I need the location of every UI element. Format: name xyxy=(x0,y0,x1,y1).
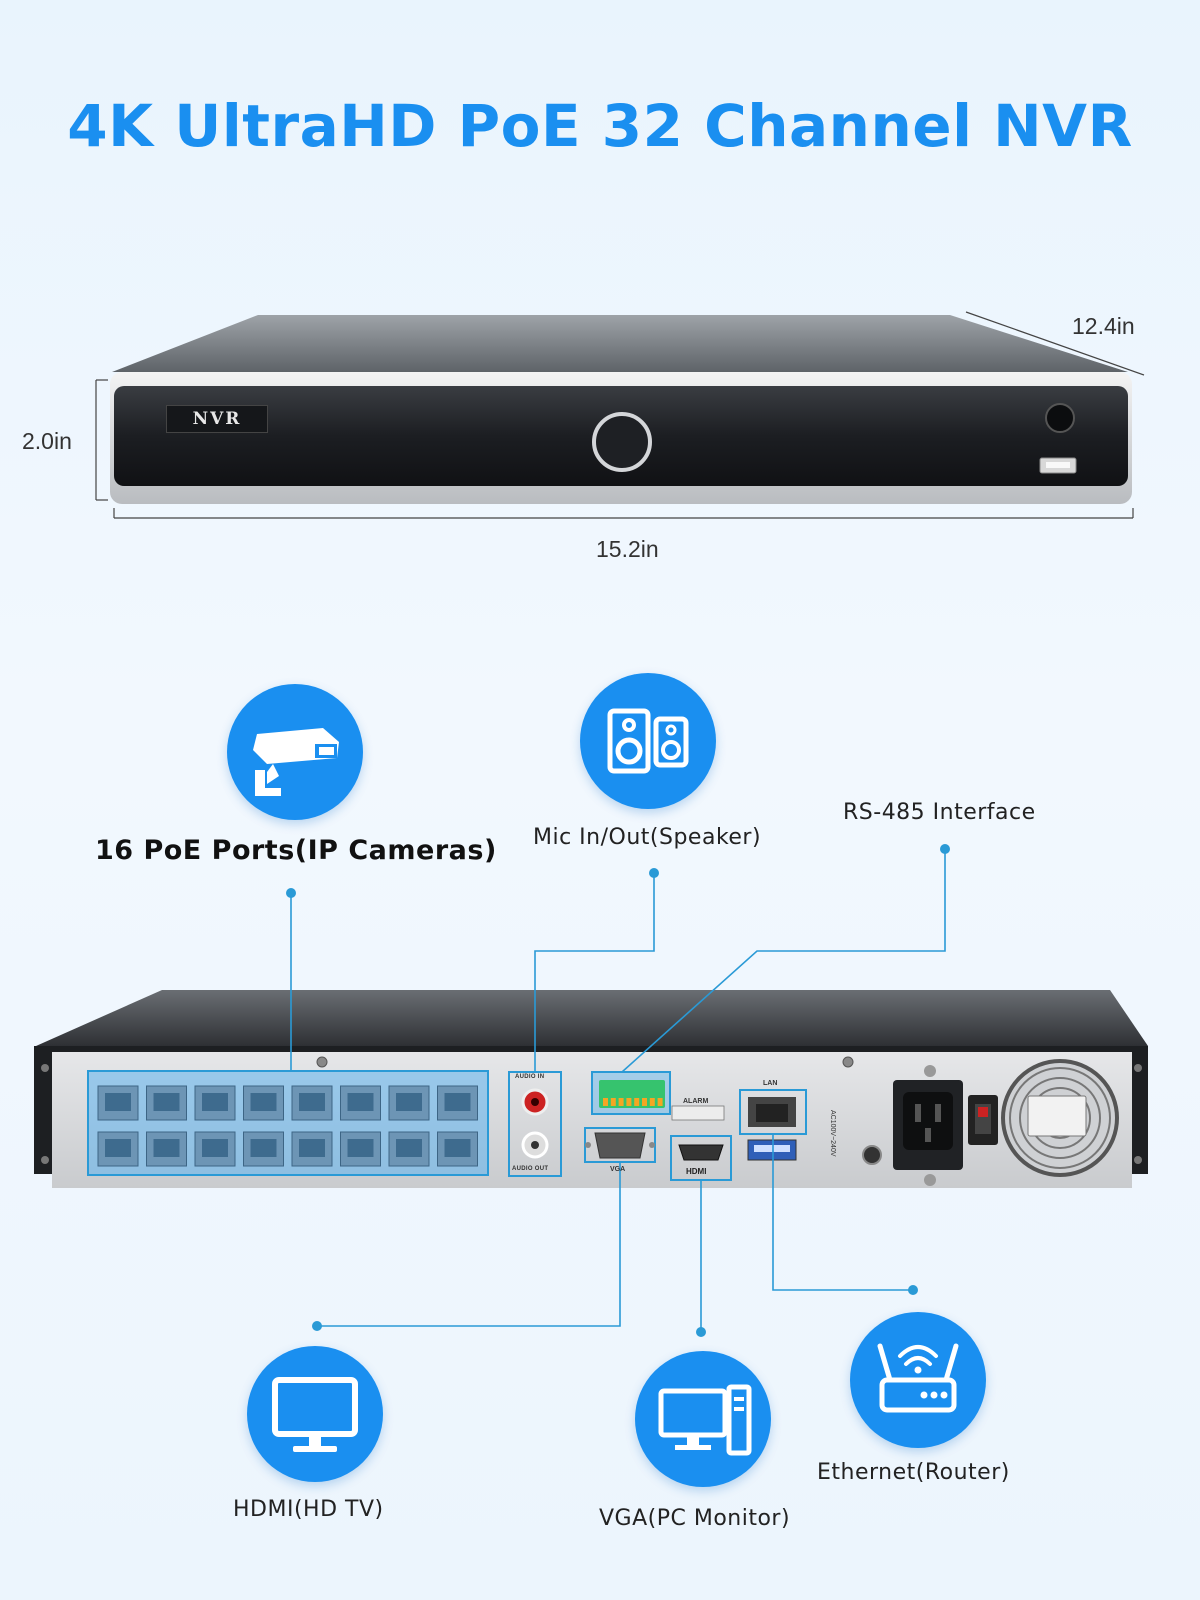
camera-circle xyxy=(227,684,363,820)
audio-in-label: AUDIO IN xyxy=(515,1074,545,1080)
page-title: 4K UltraHD PoE 32 Channel NVR xyxy=(67,92,1133,160)
poe-port-grid xyxy=(97,1085,478,1167)
poe-port-socket xyxy=(153,1139,180,1157)
nvr-front-view xyxy=(95,311,1145,519)
ethernet-circle xyxy=(850,1312,986,1448)
vga-port-label: VGA xyxy=(610,1166,626,1173)
alarm-pin xyxy=(642,1098,647,1106)
poe-port-socket xyxy=(202,1139,228,1157)
pc-monitor-icon xyxy=(658,1384,752,1456)
alarm-pin xyxy=(634,1098,640,1106)
poe-ports-label: 16 PoE Ports(IP Cameras) xyxy=(95,835,497,866)
hdmi-port-label: HDMI xyxy=(686,1167,707,1176)
alarm-pin xyxy=(610,1098,616,1106)
depth-dimension: 12.4in xyxy=(1072,313,1135,339)
poe-port-socket xyxy=(250,1139,277,1157)
hdmi-circle xyxy=(247,1346,383,1482)
alarm-pin xyxy=(649,1098,655,1106)
poe-port-socket xyxy=(105,1139,131,1157)
router-icon xyxy=(877,1343,959,1413)
poe-port-socket xyxy=(347,1093,374,1111)
mic-label: Mic In/Out(Speaker) xyxy=(533,825,762,850)
fan-ring xyxy=(1009,1067,1111,1169)
vga-label: VGA(PC Monitor) xyxy=(599,1506,791,1531)
security-camera-icon xyxy=(253,728,339,796)
nvr-badge-text: NVR xyxy=(192,409,242,429)
alarm-terminal-pins xyxy=(603,1098,663,1106)
vga-circle xyxy=(635,1351,771,1487)
poe-port-socket xyxy=(396,1093,422,1111)
poe-port-socket xyxy=(299,1139,325,1157)
poe-port-socket xyxy=(444,1139,471,1157)
poe-port-socket xyxy=(153,1093,180,1111)
alarm-pin xyxy=(626,1098,632,1106)
alarm-pin xyxy=(618,1098,624,1106)
alarm-pin xyxy=(603,1098,608,1106)
height-dimension: 2.0in xyxy=(22,428,72,454)
poe-port-socket xyxy=(202,1093,228,1111)
hdmi-label: HDMI(HD TV) xyxy=(233,1497,384,1522)
ethernet-label: Ethernet(Router) xyxy=(817,1460,1010,1485)
speaker-icon xyxy=(607,708,689,774)
poe-port-socket xyxy=(105,1093,131,1111)
alarm-pin xyxy=(657,1098,663,1106)
poe-port xyxy=(97,1131,139,1167)
rs485-label: RS-485 Interface xyxy=(843,800,1036,825)
audio-out-label: AUDIO OUT xyxy=(512,1166,549,1172)
alarm-label: ALARM xyxy=(683,1098,709,1105)
nvr-badge: NVR xyxy=(166,405,268,433)
lan-port-label: LAN xyxy=(763,1080,778,1087)
poe-port-socket xyxy=(396,1139,422,1157)
width-dimension: 15.2in xyxy=(596,536,659,562)
poe-port-socket xyxy=(299,1093,325,1111)
poe-port-socket xyxy=(444,1093,471,1111)
power-rating-label: AC100V~240V xyxy=(829,1110,836,1157)
poe-port-socket xyxy=(250,1093,277,1111)
fan-ring xyxy=(1019,1077,1101,1159)
speaker-circle xyxy=(580,673,716,809)
poe-port-socket xyxy=(347,1139,374,1157)
monitor-icon xyxy=(272,1377,358,1452)
